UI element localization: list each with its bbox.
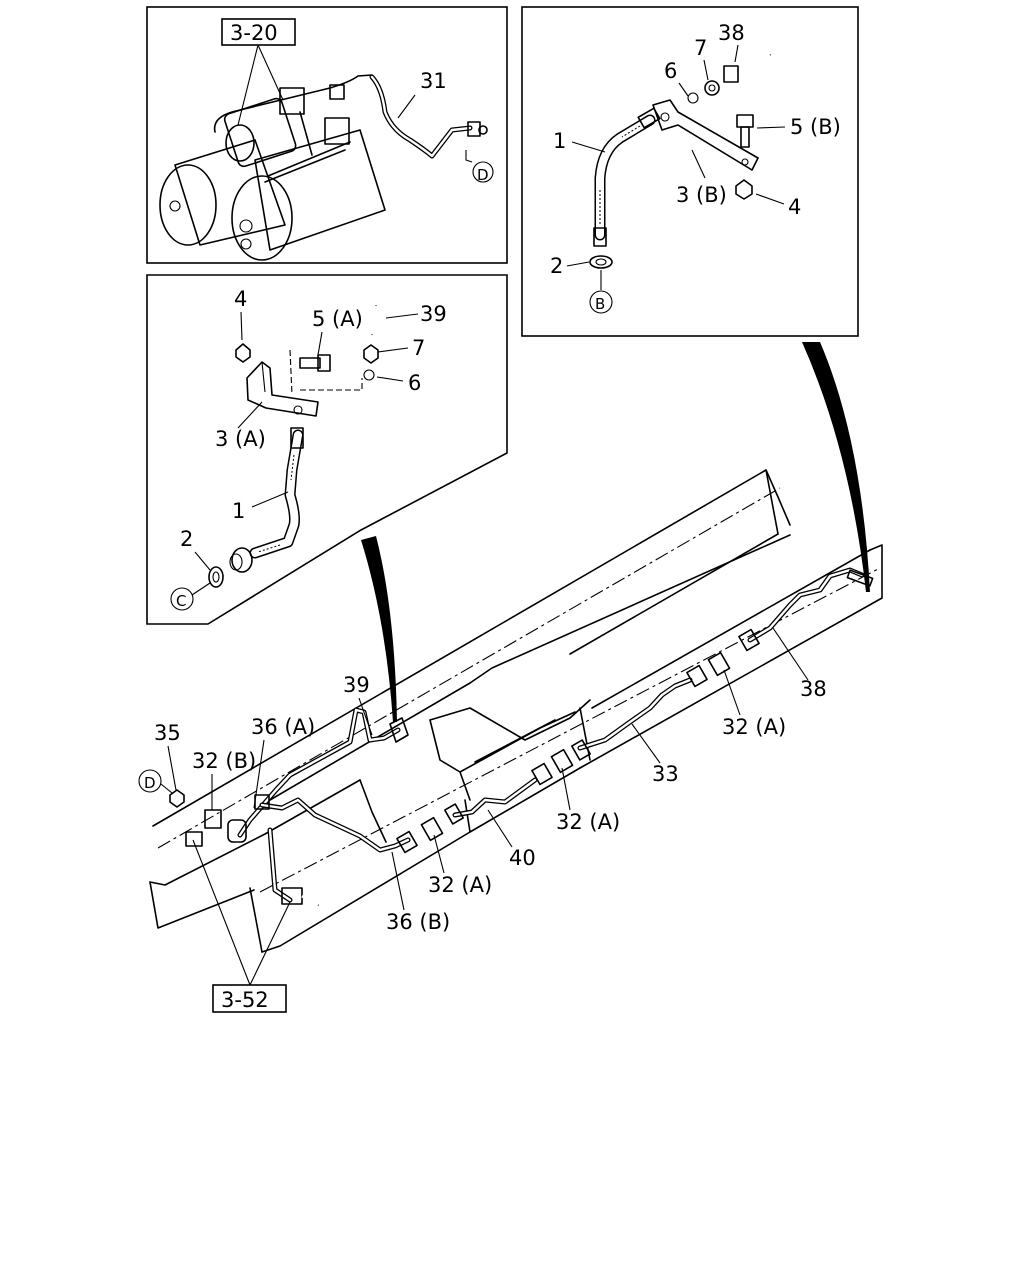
air-dryer-assembly [213, 74, 373, 183]
nut-4 [735, 179, 753, 200]
label-7: 7 [412, 336, 425, 360]
air-tank-right [231, 129, 386, 261]
fitting-32a-2 [531, 739, 591, 786]
bracket-39-main [389, 717, 409, 743]
tee-rear [185, 831, 203, 847]
label-36a: 36 (A) [251, 715, 315, 739]
label-5b: 5 (B) [790, 115, 841, 139]
panel-hose-a: 4 5 (A) 39 7 6 3 (A) [146, 274, 508, 625]
label-32a-1: 32 (A) [722, 715, 786, 739]
label-6: 6 [664, 59, 677, 83]
hose-1-b [593, 107, 661, 247]
fitting-38-end [738, 569, 874, 652]
bracket-3b [652, 99, 759, 171]
pipe-33 [577, 677, 693, 751]
label-32a-2: 32 (A) [556, 810, 620, 834]
ref-3-20: 3-20 [230, 21, 278, 45]
label-3a: 3 (A) [215, 427, 266, 451]
chassis-frame [149, 469, 883, 953]
label-36b: 36 (B) [386, 910, 450, 934]
label-35: 35 [154, 721, 181, 745]
fitting-32a-1 [686, 651, 731, 688]
marker-b: B [595, 295, 605, 313]
label-1: 1 [553, 129, 566, 153]
bolt-5a [299, 354, 331, 372]
panel-air-tanks: 31 D 3-20 [146, 6, 508, 264]
label-32a-3: 32 (A) [428, 873, 492, 897]
pipe-front-cross [267, 827, 293, 903]
pipe-40 [452, 777, 538, 818]
label-2: 2 [550, 254, 563, 278]
label-7: 7 [694, 36, 707, 60]
bracket-3a [246, 361, 319, 417]
label-38-main: 38 [800, 677, 827, 701]
callout-wedge-b [802, 342, 870, 592]
label-6: 6 [408, 371, 421, 395]
label-1: 1 [232, 499, 245, 523]
bolt-39 [370, 305, 378, 335]
tee-front [281, 887, 319, 907]
panel-hose-b: 38 7 6 5 (B) 3 (B) 4 [521, 6, 859, 337]
callout-wedge-a [361, 536, 397, 722]
marker-d: D [477, 166, 489, 184]
label-39: 39 [420, 302, 447, 326]
air-tank-left [159, 139, 286, 246]
label-3b: 3 (B) [676, 183, 727, 207]
label-4: 4 [788, 195, 801, 219]
marker-d-main: D [144, 774, 156, 792]
label-40: 40 [509, 846, 536, 870]
bolt-38 [723, 53, 771, 83]
nut-35 [169, 789, 185, 808]
fitting-32b [204, 794, 270, 843]
label-5a: 5 (A) [312, 307, 363, 331]
hose-1-a [229, 427, 304, 573]
pipe-31 [369, 74, 488, 159]
fitting-32a-3 [396, 803, 464, 854]
label-39-main: 39 [343, 673, 370, 697]
pipe-38 [747, 567, 865, 643]
label-31: 31 [420, 69, 447, 93]
bolt-5b [736, 114, 754, 148]
label-38: 38 [718, 21, 745, 45]
pipe-36b [259, 797, 411, 853]
label-4: 4 [234, 287, 247, 311]
label-33: 33 [652, 762, 679, 786]
label-32b: 32 (B) [192, 749, 256, 773]
marker-c: C [176, 592, 186, 610]
ref-3-52: 3-52 [221, 988, 269, 1012]
label-2: 2 [180, 527, 193, 551]
